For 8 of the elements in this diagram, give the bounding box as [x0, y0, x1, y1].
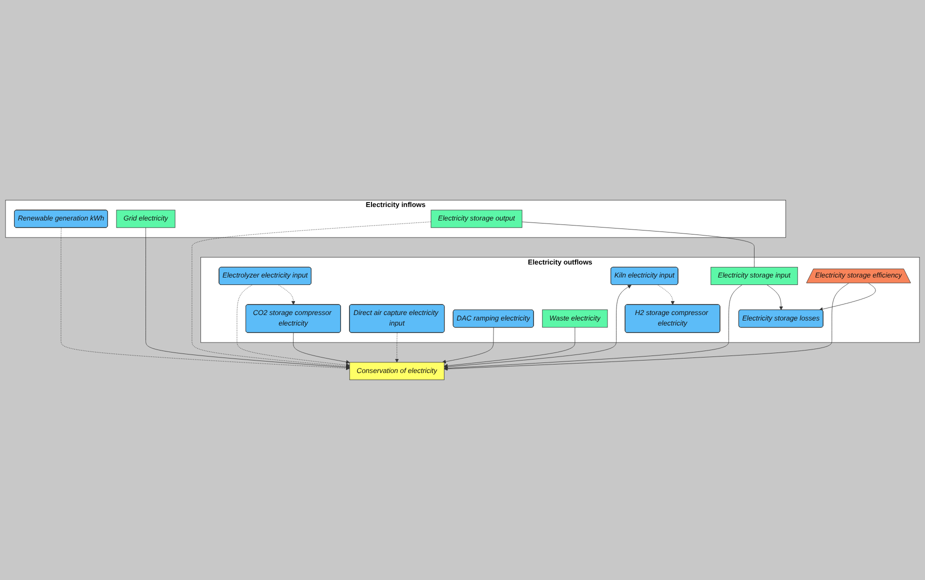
node-box [710, 266, 798, 285]
cluster [5, 200, 786, 238]
connector [522, 222, 754, 268]
node-box [349, 362, 444, 380]
cluster [200, 257, 920, 343]
node-box [542, 310, 608, 328]
node-box [430, 210, 522, 228]
node-box [116, 210, 176, 228]
